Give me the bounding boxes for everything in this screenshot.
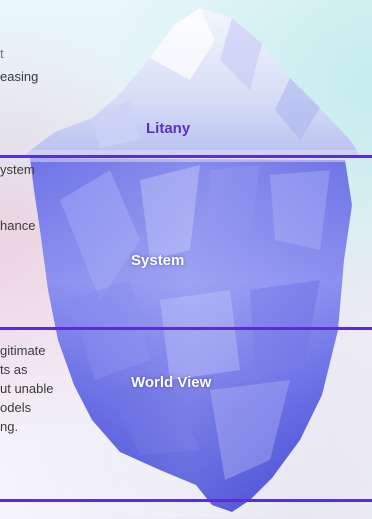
side-text-line: gitimate: [0, 341, 95, 360]
level-label-system: System: [131, 252, 184, 269]
side-text-line: ng.: [0, 417, 95, 436]
side-text-line: t: [0, 44, 90, 63]
side-text-middle: ystem hance: [0, 160, 70, 235]
side-text-line: ystem: [0, 160, 70, 179]
waterline-divider: [0, 155, 372, 158]
side-text-line: easing: [0, 67, 90, 86]
system-divider: [0, 327, 372, 330]
side-text-line: ts as: [0, 360, 95, 379]
side-text-line: [0, 179, 70, 198]
side-text-line: odels: [0, 398, 95, 417]
side-text-line: ut unable: [0, 379, 95, 398]
level-label-litany: Litany: [146, 120, 190, 137]
level-label-world-view: World View: [131, 374, 211, 391]
side-text-top: t easing: [0, 44, 90, 86]
side-text-line: hance: [0, 216, 70, 235]
bottom-divider: [0, 499, 372, 502]
side-text-bottom: gitimate ts as ut unable odels ng.: [0, 341, 95, 436]
